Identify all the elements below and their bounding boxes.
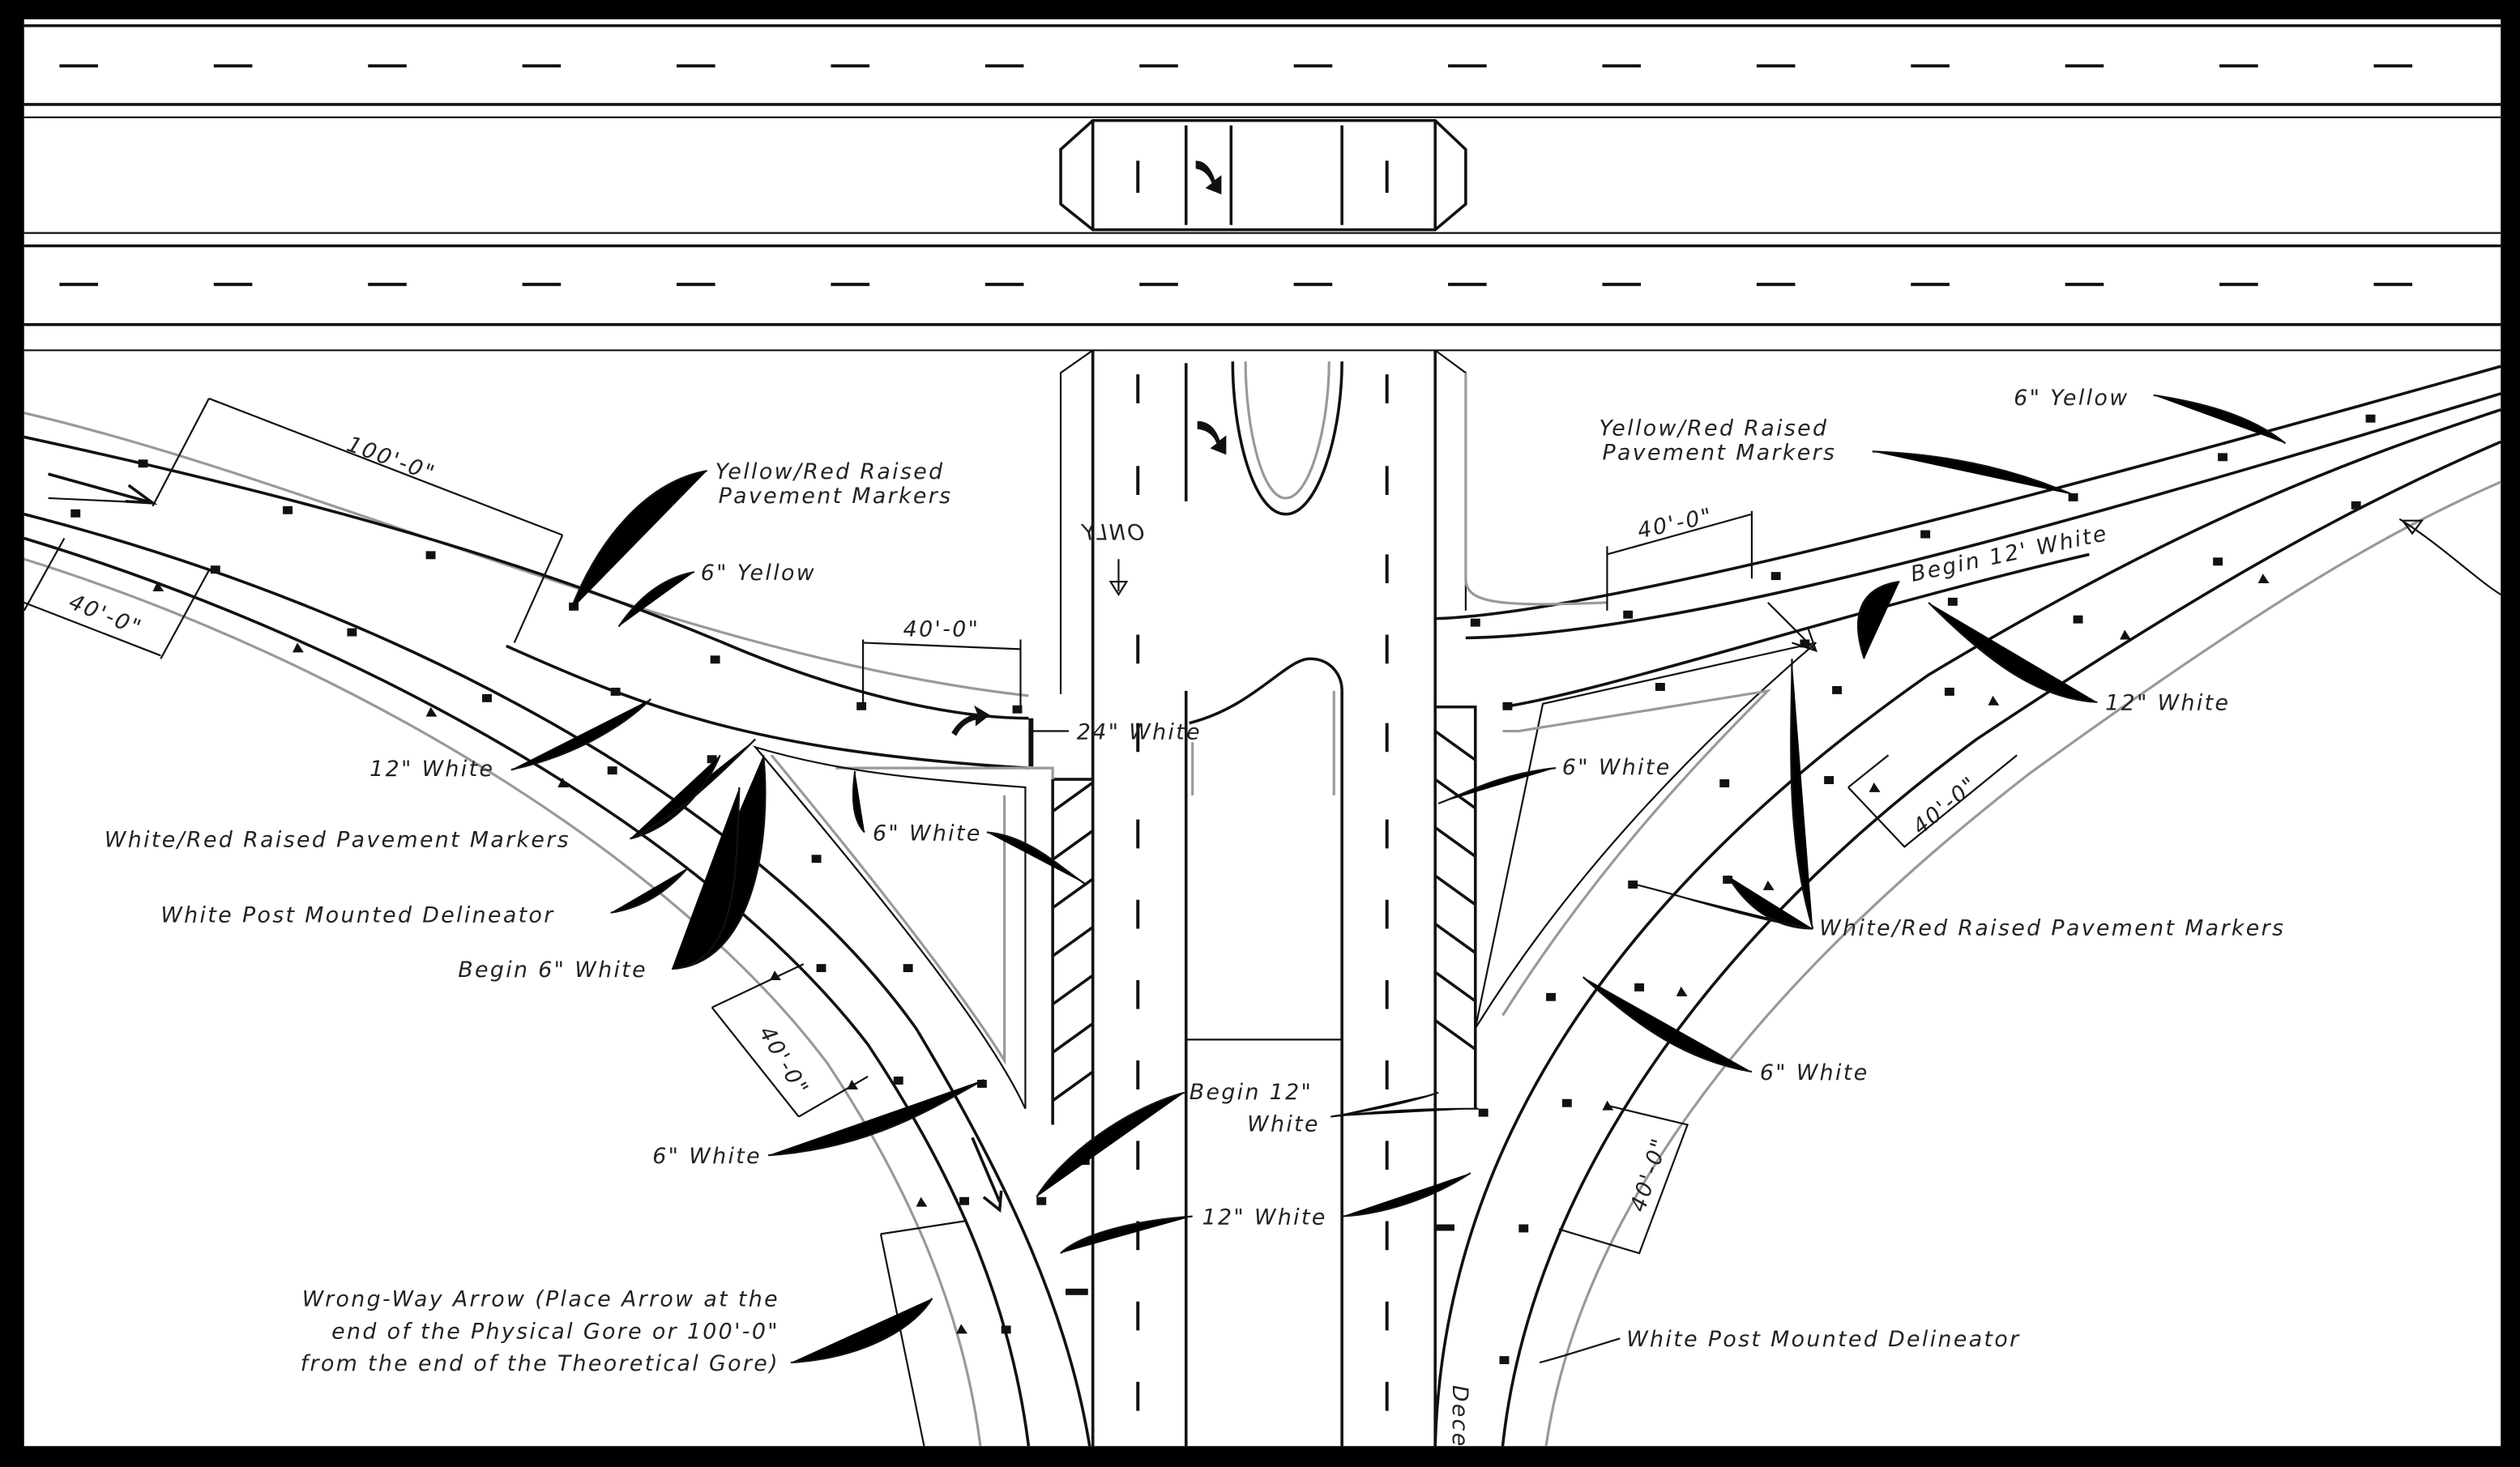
label-6in-white-gore-left: 6" White (873, 821, 982, 846)
label-decel-lane: Dece (1447, 1385, 1472, 1448)
label-6in-white-left: 6" White (652, 1144, 762, 1169)
label-yellow-red-markers-left: Yellow/Red Raised (715, 459, 945, 484)
label-12in-white-right: 12" White (2105, 691, 2230, 716)
label-delineator-right: White Post Mounted Delineator (1626, 1327, 2020, 1352)
label-begin-6in-white: Begin 6" White (458, 957, 647, 983)
label-delineator-left: White Post Mounted Delineator (160, 903, 554, 928)
label-yellow-red-markers-right-2: Pavement Markers (1602, 440, 1836, 465)
label-6in-white-right: 6" White (1760, 1060, 1869, 1085)
label-wrong-way-arrow-2: end of the Physical Gore or 100'-0" (331, 1319, 779, 1344)
label-12in-white-left: 12" White (369, 757, 494, 782)
right-ramps (1433, 365, 2501, 1447)
label-begin-12in-white-2: White (1247, 1111, 1320, 1136)
label-6in-yellow-right: 6" Yellow (2014, 386, 2129, 411)
turn-arrow-icon (1197, 420, 1227, 455)
wrong-way-arrow-icon (971, 1136, 1003, 1213)
label-6in-yellow-left: 6" Yellow (701, 561, 816, 586)
freeway (23, 23, 2501, 352)
label-12in-white-center: 12" White (1202, 1205, 1327, 1230)
label-begin-12in-white: Begin 12" (1190, 1080, 1313, 1105)
down-arrow-icon (1108, 559, 1129, 596)
label-wrong-way-arrow-3: from the end of the Theoretical Gore) (301, 1351, 779, 1376)
dimension-40ft: 40'-0" (903, 616, 980, 642)
label-wrong-way-arrow: Wrong-Way Arrow (Place Arrow at the (302, 1287, 779, 1312)
leader-lines (510, 394, 2287, 1364)
label-white-red-markers-left: White/Red Raised Pavement Markers (105, 827, 570, 852)
bridge (1059, 118, 1467, 232)
label-yellow-red-markers-right: Yellow/Red Raised (1600, 416, 1829, 441)
arrow-icon (2398, 518, 2501, 595)
turn-arrow-icon (951, 705, 990, 736)
label-6in-white-gore-right: 6" White (1562, 755, 1672, 780)
only-legend: ONLY (1080, 520, 1145, 545)
label-white-red-markers-right: White/Red Raised Pavement Markers (1819, 915, 2285, 940)
label-yellow-red-markers-left-2: Pavement Markers (719, 484, 953, 509)
crossroad: ONLY (1028, 349, 1477, 1447)
turn-arrow-icon (1195, 160, 1222, 195)
label-24in-white: 24" White (1077, 719, 1202, 744)
left-ramps (23, 397, 1091, 1447)
